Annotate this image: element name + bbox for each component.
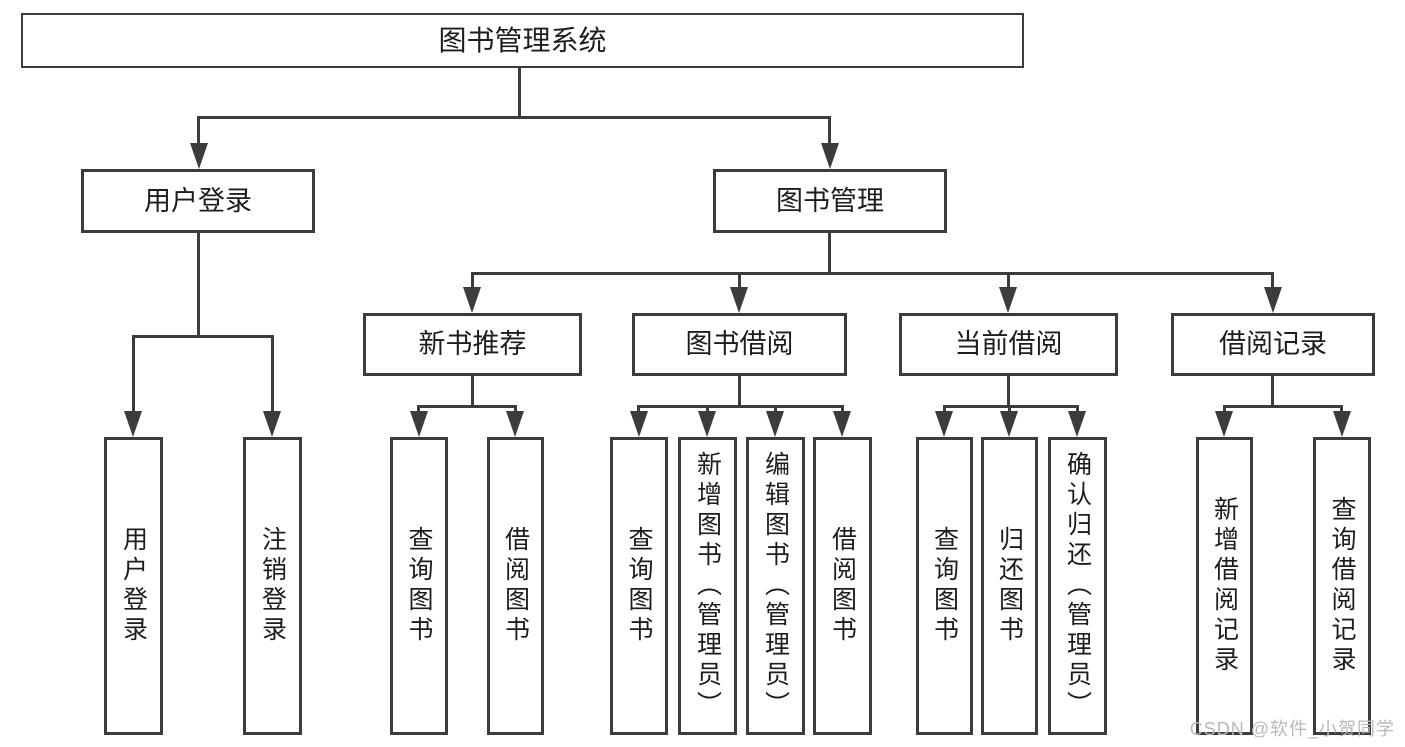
arrow-head [463, 287, 481, 313]
arrow-head [1215, 411, 1233, 437]
node-user-login-leaf: 用户登录 [104, 437, 163, 735]
arrow-head [1333, 411, 1351, 437]
arrow-head [1264, 287, 1282, 313]
arrow-head [410, 411, 428, 437]
node-book-borrowing: 图书借阅 [632, 313, 847, 376]
connector-line [197, 116, 200, 145]
connector-line [1008, 405, 1011, 413]
connector-line [828, 233, 831, 274]
connector-line [471, 376, 474, 407]
arrow-head [730, 287, 748, 313]
connector-line [943, 405, 1079, 408]
node-br-add-borrow-record: 新增借阅记录 [1196, 437, 1253, 735]
connector-line [774, 405, 777, 413]
connector-line [1340, 405, 1343, 413]
connector-line [1223, 405, 1226, 413]
connector-line [1007, 272, 1010, 289]
arrow-head [999, 287, 1017, 313]
node-cb-return-books: 归还图书 [981, 437, 1038, 735]
connector-line [637, 405, 640, 413]
connector-line [417, 405, 420, 413]
node-logout-login: 注销登录 [243, 437, 302, 735]
node-cb-confirm-return-admin: 确认归还（管理员） [1048, 437, 1107, 735]
node-borrowing-records: 借阅记录 [1171, 313, 1375, 376]
connector-line [471, 272, 474, 289]
node-book-management: 图书管理 [713, 169, 947, 233]
connector-line [1271, 272, 1274, 289]
arrow-head [1068, 411, 1086, 437]
connector-line [514, 405, 517, 413]
connector-line [1271, 376, 1274, 407]
arrow-head [190, 143, 208, 169]
arrow-head [263, 411, 281, 437]
connector-line [518, 68, 521, 118]
connector-line [132, 335, 135, 413]
node-cb-query-books: 查询图书 [916, 437, 973, 735]
connector-line [638, 405, 844, 408]
connector-line [271, 335, 274, 413]
arrow-head [766, 411, 784, 437]
node-bb-add-books-admin: 新增图书（管理员） [678, 437, 737, 735]
node-bb-query-books: 查询图书 [610, 437, 668, 735]
connector-line [471, 272, 1274, 275]
node-nb-query-books: 查询图书 [390, 437, 448, 735]
node-current-borrowing: 当前借阅 [899, 313, 1118, 376]
connector-line [943, 405, 946, 413]
arrow-head [630, 411, 648, 437]
connector-line [1076, 405, 1079, 413]
connector-line [132, 335, 274, 338]
node-nb-borrow-books: 借阅图书 [487, 437, 544, 735]
arrow-head [935, 411, 953, 437]
arrow-head [506, 411, 524, 437]
node-br-query-borrow-record: 查询借阅记录 [1313, 437, 1371, 735]
arrow-head [1000, 411, 1018, 437]
connector-line [738, 376, 741, 407]
connector-line [197, 233, 200, 337]
node-bb-edit-books-admin: 编辑图书（管理员） [746, 437, 805, 735]
connector-line [738, 272, 741, 289]
connector-line [841, 405, 844, 413]
arrow-head [698, 411, 716, 437]
csdn-watermark: CSDN @软件_小贺同学 [1189, 719, 1395, 739]
connector-line [706, 405, 709, 413]
node-user-login: 用户登录 [81, 169, 315, 233]
connector-line [1007, 376, 1010, 407]
connector-line [418, 405, 517, 408]
arrow-head [124, 411, 142, 437]
connector-line [828, 116, 831, 145]
connector-line [197, 116, 831, 119]
node-library-management-system: 图书管理系统 [21, 13, 1024, 68]
node-new-book-recommendation: 新书推荐 [363, 313, 582, 376]
node-bb-borrow-books: 借阅图书 [813, 437, 872, 735]
connector-line [1223, 405, 1343, 408]
arrow-head [833, 411, 851, 437]
arrow-head [821, 143, 839, 169]
